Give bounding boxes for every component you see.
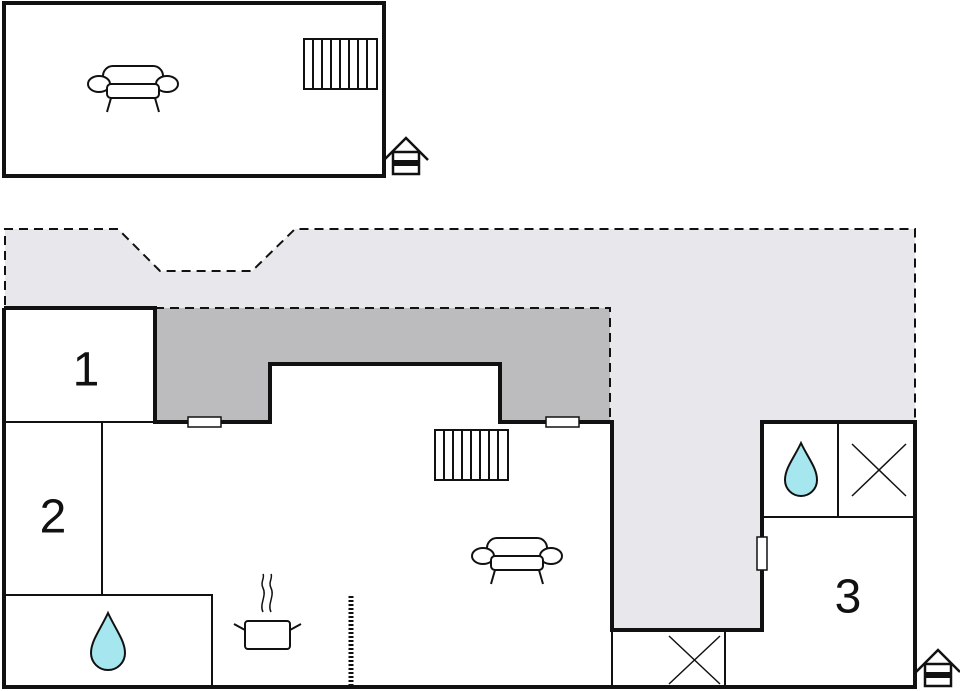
door-room-3 [756, 536, 768, 571]
sofa-icon [87, 65, 179, 113]
terrace-dashed-outline [4, 228, 916, 420]
entrance-house-icon [915, 648, 960, 688]
room-1-label: 1 [73, 344, 100, 397]
room-3-label: 3 [835, 571, 862, 624]
window-right [545, 416, 580, 428]
window-left [187, 416, 222, 428]
radiator-icon [434, 429, 509, 481]
entrance-house-icon [383, 136, 429, 176]
water-drop-icon [89, 610, 127, 671]
interior-walls [4, 421, 915, 687]
cooking-pot-icon [233, 573, 302, 650]
sofa-icon [471, 537, 563, 585]
water-drop-icon [783, 440, 819, 497]
closet-x-icon [851, 443, 907, 497]
room-2-label: 2 [40, 491, 67, 544]
covered-dashed-outline [155, 307, 611, 420]
radiator-icon [303, 38, 378, 90]
closet-x-icon [668, 635, 721, 685]
